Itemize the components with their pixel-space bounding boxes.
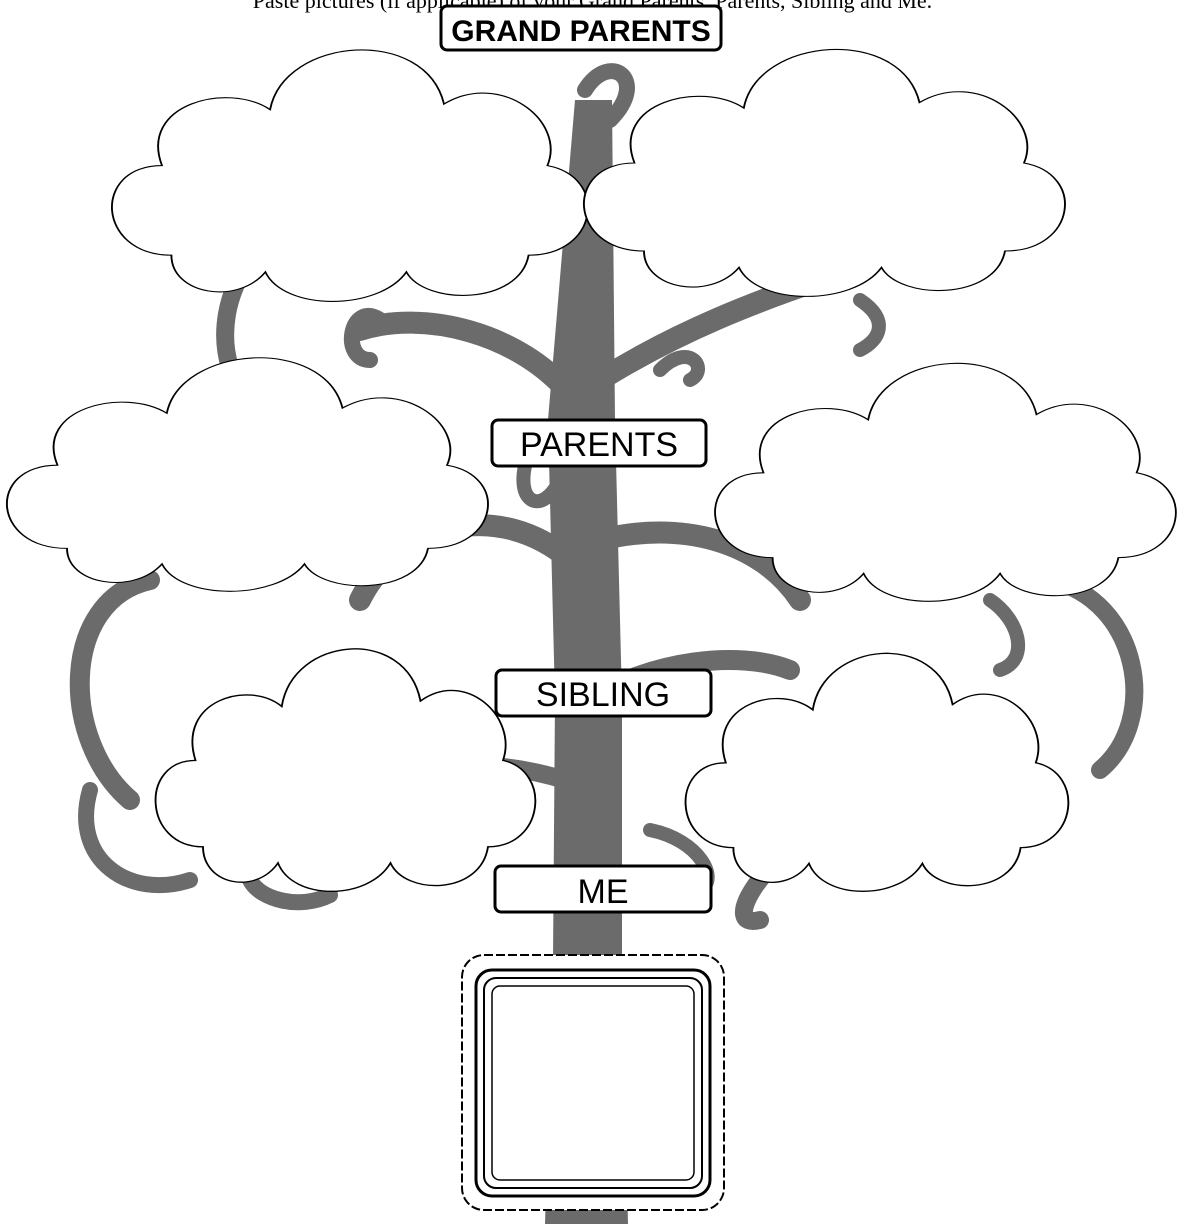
parent-right-slot[interactable] [763, 405, 1128, 570]
photo-frame [461, 954, 725, 1211]
grandparent-right-slot[interactable] [632, 90, 1017, 265]
label-grand-parents: GRAND PARENTS [439, 4, 723, 52]
label-me: ME [493, 864, 713, 914]
label-parents-text: PARENTS [520, 426, 678, 464]
sibling-left-slot[interactable] [195, 690, 495, 860]
parent-left-slot[interactable] [55, 400, 440, 560]
grandparent-left-slot[interactable] [160, 90, 540, 270]
label-me-text: ME [578, 873, 629, 911]
sibling-right-slot[interactable] [725, 695, 1030, 860]
label-sibling: SIBLING [494, 668, 713, 718]
label-grand-parents-text: GRAND PARENTS [451, 15, 710, 48]
label-sibling-text: SIBLING [536, 676, 670, 714]
label-parents: PARENTS [490, 418, 708, 468]
me-photo-slot[interactable] [492, 986, 694, 1180]
